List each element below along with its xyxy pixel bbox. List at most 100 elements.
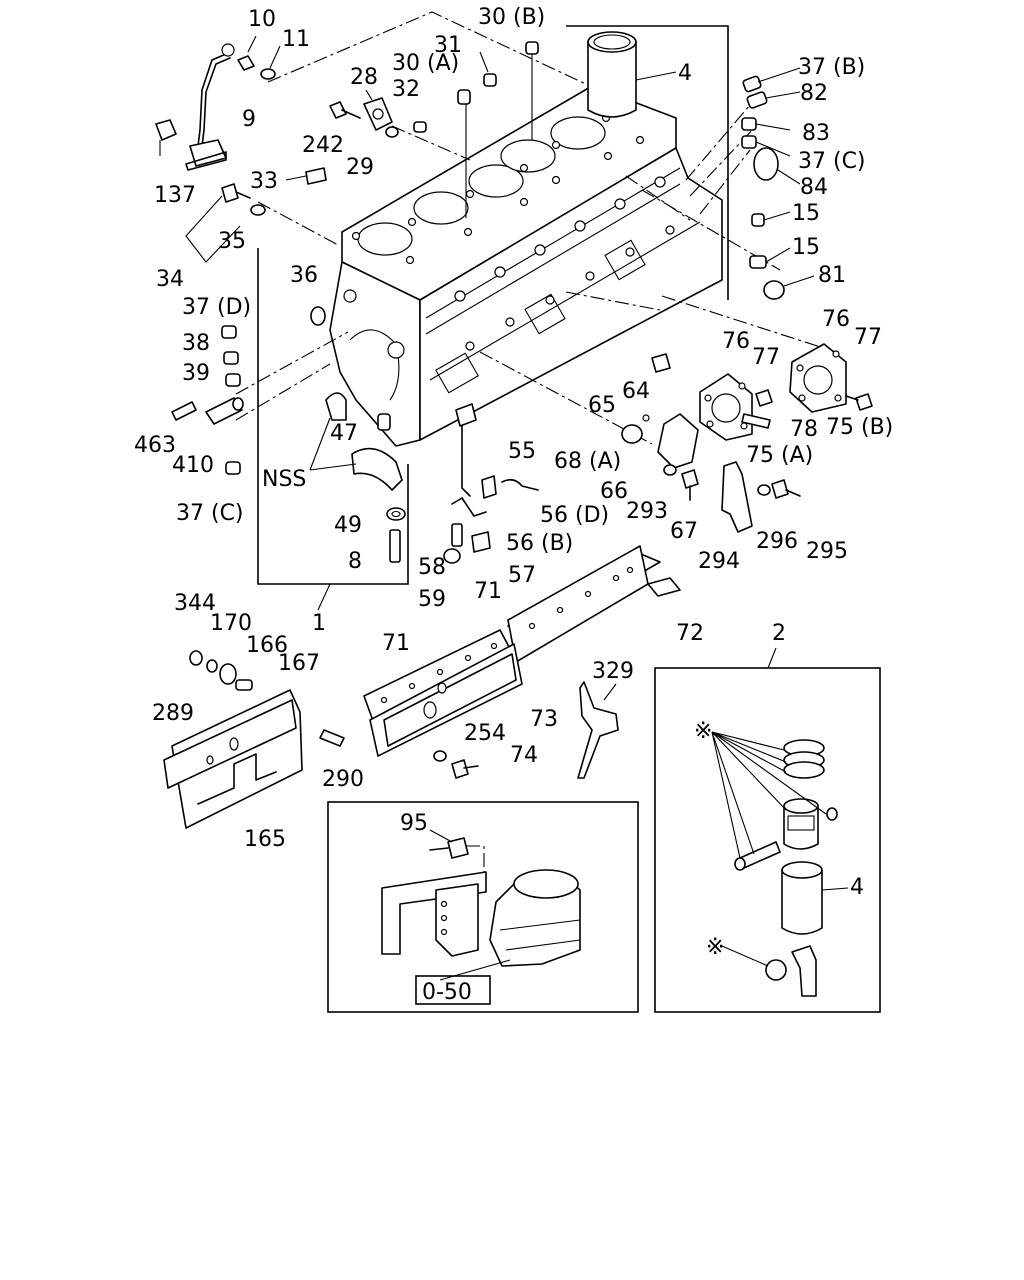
callout-29: 29 bbox=[346, 155, 374, 180]
plug-38 bbox=[223, 351, 239, 365]
callout-170: 170 bbox=[210, 611, 252, 636]
callout-37d: 37 (D) bbox=[182, 295, 251, 320]
callout-37c-left: 37 (C) bbox=[176, 501, 244, 526]
callout-15-b: 15 bbox=[792, 235, 820, 260]
callout-labels: 10 11 9 137 30 (B) 31 30 (A) 28 32 242 2… bbox=[134, 5, 893, 1005]
stud-78 bbox=[741, 413, 771, 429]
callout-55: 55 bbox=[508, 439, 536, 464]
callout-137: 137 bbox=[154, 183, 196, 208]
bolt-64 bbox=[651, 353, 671, 373]
callout-294: 294 bbox=[698, 549, 740, 574]
piston-kit-box bbox=[654, 647, 881, 1013]
callout-167: 167 bbox=[278, 651, 320, 676]
callout-36: 36 bbox=[290, 263, 318, 288]
callout-463: 463 bbox=[134, 433, 176, 458]
callout-38: 38 bbox=[182, 331, 210, 356]
callout-74: 74 bbox=[510, 743, 538, 768]
callout-289: 289 bbox=[152, 701, 194, 726]
callout-47: 47 bbox=[330, 421, 358, 446]
callout-254: 254 bbox=[464, 721, 506, 746]
callout-28: 28 bbox=[350, 65, 378, 90]
callout-242: 242 bbox=[302, 133, 344, 158]
callout-64: 64 bbox=[622, 379, 650, 404]
callout-95: 95 bbox=[400, 811, 428, 836]
bolt-35 bbox=[185, 183, 266, 263]
oring-29 bbox=[385, 126, 399, 138]
callout-4-box: 4 bbox=[850, 875, 864, 900]
bolt-77-a bbox=[755, 389, 773, 407]
dowel-31 bbox=[479, 51, 497, 87]
dowel-30b bbox=[525, 41, 539, 140]
stud-463 bbox=[171, 401, 197, 421]
callout-165: 165 bbox=[244, 827, 286, 852]
star-marker-a: ※ bbox=[694, 719, 712, 744]
nut-344 bbox=[189, 650, 203, 666]
bearing-cap-nss bbox=[309, 392, 403, 491]
washer-170 bbox=[206, 659, 218, 673]
callout-39: 39 bbox=[182, 361, 210, 386]
plug-37c-top bbox=[741, 135, 791, 157]
callout-31: 31 bbox=[434, 33, 462, 58]
plug-37c-left bbox=[225, 461, 241, 475]
callout-77-a: 77 bbox=[752, 345, 780, 370]
callout-344: 344 bbox=[174, 591, 216, 616]
callout-4-top: 4 bbox=[678, 61, 692, 86]
side-cover-71-a bbox=[507, 545, 681, 663]
callout-82: 82 bbox=[800, 81, 828, 106]
plug-81 bbox=[763, 275, 815, 300]
callout-33: 33 bbox=[250, 169, 278, 194]
callout-37b: 37 (B) bbox=[798, 55, 865, 80]
callout-32: 32 bbox=[392, 77, 420, 102]
washer-254 bbox=[433, 750, 447, 762]
callout-83: 83 bbox=[802, 121, 830, 146]
callout-166: 166 bbox=[246, 633, 288, 658]
pin-167 bbox=[235, 679, 253, 691]
callout-nss: NSS bbox=[262, 467, 306, 492]
plug-82 bbox=[746, 91, 801, 109]
callout-34: 34 bbox=[156, 267, 184, 292]
cover-75b bbox=[789, 343, 847, 413]
washer-11 bbox=[260, 45, 281, 80]
callout-56b: 56 (B) bbox=[506, 531, 573, 556]
plug-15-a bbox=[751, 211, 791, 227]
pin-32 bbox=[413, 121, 427, 133]
bolt-295 bbox=[757, 479, 801, 499]
callout-295: 295 bbox=[806, 539, 848, 564]
bolt-8 bbox=[389, 529, 401, 563]
plug-37b bbox=[742, 67, 801, 93]
plug-39 bbox=[225, 373, 241, 387]
sleeve-4 bbox=[587, 31, 677, 118]
callout-9: 9 bbox=[242, 107, 256, 132]
callout-293: 293 bbox=[626, 499, 668, 524]
callout-76-a: 76 bbox=[722, 329, 750, 354]
assembly-bracket-1 bbox=[257, 25, 729, 585]
callout-68a: 68 (A) bbox=[554, 449, 621, 474]
callout-59: 59 bbox=[418, 587, 446, 612]
connector-137 bbox=[155, 119, 177, 156]
grommet-166 bbox=[219, 663, 237, 685]
gasket-68a bbox=[621, 413, 699, 469]
plug-83 bbox=[741, 117, 791, 131]
callout-410: 410 bbox=[172, 453, 214, 478]
callout-2: 2 bbox=[772, 621, 786, 646]
cover-plate-165 bbox=[163, 689, 303, 829]
washer-293 bbox=[663, 464, 677, 476]
callout-10: 10 bbox=[248, 7, 276, 32]
plug-36 bbox=[310, 306, 326, 326]
callout-57: 57 bbox=[508, 563, 536, 588]
callout-15-a: 15 bbox=[792, 201, 820, 226]
bolt-33 bbox=[285, 167, 327, 185]
oil-jet-group bbox=[443, 403, 539, 564]
plug-15-b bbox=[749, 247, 791, 269]
callout-296: 296 bbox=[756, 529, 798, 554]
reference-box bbox=[415, 975, 491, 1005]
stud-290 bbox=[319, 729, 345, 747]
callout-8: 8 bbox=[348, 549, 362, 574]
sensor-detail-box bbox=[327, 801, 639, 1013]
bracket-294 bbox=[721, 461, 753, 533]
bolt-74 bbox=[451, 759, 479, 779]
callout-78: 78 bbox=[790, 417, 818, 442]
callout-30a: 30 (A) bbox=[392, 51, 459, 76]
callout-81: 81 bbox=[818, 263, 846, 288]
callout-84: 84 bbox=[800, 175, 828, 200]
